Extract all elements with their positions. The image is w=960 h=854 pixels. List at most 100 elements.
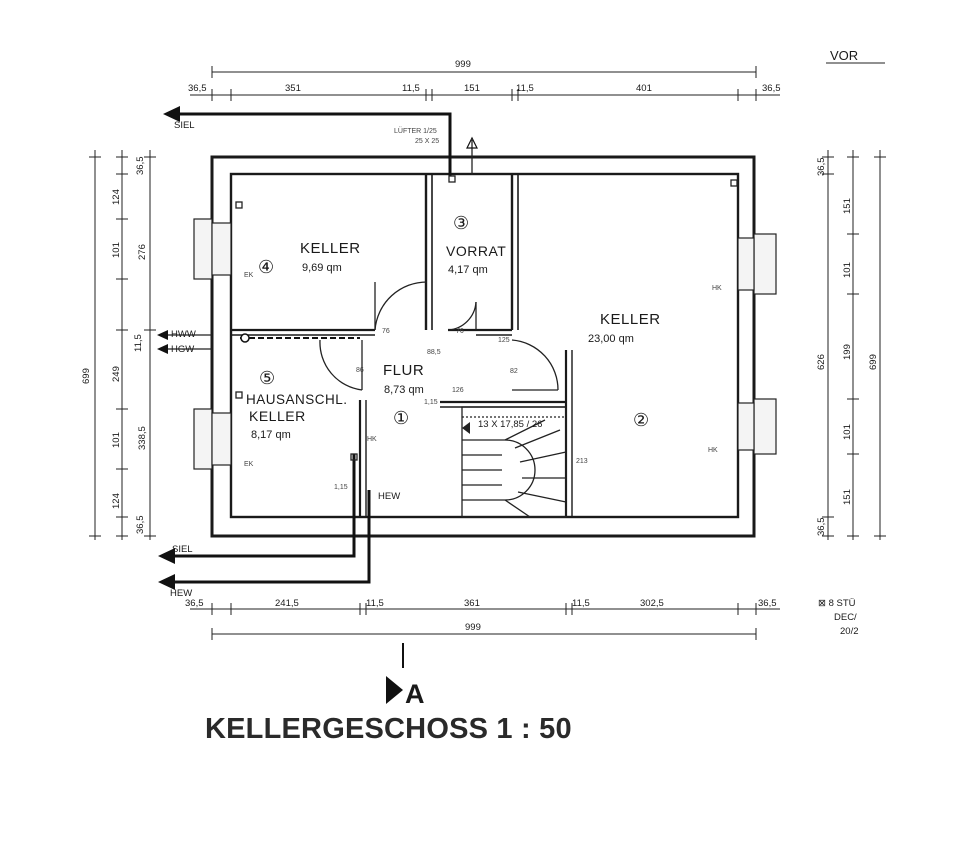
left-dim-part: 101 (111, 242, 122, 258)
vent-arrow-icon (466, 136, 478, 149)
doors (319, 281, 559, 391)
interior-walls (231, 174, 573, 517)
room-1: FLUR 8,73 qm ① (383, 362, 424, 428)
room-5-area: 8,17 qm (251, 429, 291, 441)
left-dim-part: 249 (111, 366, 122, 382)
room-3-name: VORRAT (446, 243, 506, 259)
flur-dim: 213 (576, 458, 588, 465)
top-dimensions: 999 36,5 351 11,5 151 11,5 401 36,5 (188, 59, 781, 101)
room-5-name-line2: KELLER (249, 408, 306, 424)
right-dim-part: 151 (842, 489, 853, 505)
top-dim-part: 36,5 (188, 83, 207, 94)
left-outer-dim: 699 (81, 368, 92, 384)
flur-dim: 125 (498, 337, 510, 344)
drawing-title: KELLERGESCHOSS 1 : 50 (205, 713, 572, 745)
room-2-name: KELLER (600, 311, 661, 328)
hww-arrow-icon (157, 330, 168, 340)
left-dim-part: 11,5 (133, 334, 144, 352)
bottom-total-dim: 999 (465, 622, 481, 633)
section-label: A (405, 679, 425, 709)
bottom-dim-part: 11,5 (366, 598, 384, 609)
flur-dim: 1,15 (424, 399, 438, 406)
top-dim-part: 11,5 (402, 83, 420, 94)
room-1-number: ① (393, 408, 409, 428)
flur-dim: 86 (356, 367, 364, 374)
bottom-dim-part: 11,5 (572, 598, 590, 609)
right-dim-part: 36,5 (816, 158, 827, 177)
right-mid-dim: 626 (816, 354, 827, 370)
top-dim-part: 151 (464, 83, 480, 94)
room-1-name: FLUR (383, 362, 424, 379)
room-1-area: 8,73 qm (384, 384, 424, 396)
hww-label: HWW (171, 329, 196, 340)
flur-small-dims: 76 86 76 125 82 126 88,5 1,15 1,15 213 (334, 328, 588, 491)
room-5-number: ⑤ (259, 368, 275, 388)
section-marker: A (386, 643, 425, 709)
room-2-area: 23,00 qm (588, 333, 634, 345)
room-4: KELLER 9,69 qm ④ (258, 240, 361, 277)
hgw-arrow-icon (157, 344, 168, 354)
left-dim-part: 276 (137, 244, 148, 260)
flur-dim: 126 (452, 387, 464, 394)
room-5: ⑤ HAUSANSCHL. KELLER 8,17 qm (246, 368, 348, 441)
siel-bottom-label: SIEL (172, 544, 193, 555)
top-dim-part: 401 (636, 83, 652, 94)
room-5-name-line1: HAUSANSCHL. (246, 392, 348, 407)
left-dimensions: 699 36,5 124 101 11,5 249 101 124 36,5 2… (81, 150, 156, 540)
room-4-name: KELLER (300, 240, 361, 257)
luefter-label: LÜFTER 1/25 (394, 127, 437, 135)
legend-line-1: ⊠ 8 STÜ (818, 598, 856, 609)
section-arrow-icon (386, 676, 403, 704)
bottom-dim-part: 36,5 (758, 598, 777, 609)
siel-top-arrow-icon (163, 106, 180, 122)
left-dim-part: 124 (111, 493, 122, 509)
right-dim-part: 101 (842, 424, 853, 440)
windows (193, 218, 777, 470)
flur-dim: 88,5 (427, 349, 441, 356)
left-dim-part: 101 (111, 432, 122, 448)
room-2: KELLER 23,00 qm ② (588, 311, 661, 430)
top-dim-part: 11,5 (516, 83, 534, 94)
room-2-number: ② (633, 410, 649, 430)
flur-dim: 76 (456, 328, 464, 335)
hk-label-5: HK (708, 447, 718, 454)
room-3-number: ③ (453, 213, 469, 233)
legend-line-3: 20/2 (840, 626, 859, 637)
bottom-dim-part: 36,5 (185, 598, 204, 609)
stair: 13 X 17,85 / 26 (461, 406, 567, 518)
bottom-dimensions: 36,5 241,5 11,5 361 11,5 302,5 36,5 999 (185, 598, 780, 640)
corner-note: VOR (830, 48, 858, 63)
hk-label-1: EK (244, 272, 254, 279)
right-outer-dim: 699 (868, 354, 879, 370)
stair-arrow-icon (462, 422, 470, 434)
right-dim-part: 199 (842, 344, 853, 360)
hk-label-3: HK (367, 436, 377, 443)
right-dim-part: 36,5 (816, 518, 827, 537)
top-total-dim: 999 (455, 59, 471, 70)
stair-label: 13 X 17,85 / 26 (478, 419, 542, 430)
flur-dim: 1,15 (334, 484, 348, 491)
hew-bottom-arrow-icon (158, 574, 175, 590)
bottom-dim-part: 302,5 (640, 598, 664, 609)
right-dimensions: 626 36,5 36,5 151 101 199 101 151 699 (816, 150, 886, 540)
top-dim-part: 36,5 (762, 83, 781, 94)
legend-line-2: DEC/ (834, 612, 857, 623)
flur-dim: 76 (382, 328, 390, 335)
luefter-sub-label: 25 X 25 (415, 138, 439, 145)
left-dim-part: 338,5 (137, 426, 148, 450)
right-dim-part: 151 (842, 198, 853, 214)
siel-bottom-arrow-icon (158, 548, 175, 564)
meter-icon (240, 333, 250, 343)
room-3: ③ VORRAT 4,17 qm (446, 213, 506, 276)
siel-top-label: SIEL (174, 120, 195, 131)
top-dim-part: 351 (285, 83, 301, 94)
hgw-label: HGW (171, 344, 194, 355)
vent-boxes (235, 175, 738, 461)
left-dim-part: 36,5 (135, 157, 146, 176)
hew-side-label: HEW (378, 491, 400, 502)
room-3-area: 4,17 qm (448, 264, 488, 276)
pipes (157, 106, 478, 590)
ek-label-2: EK (244, 461, 254, 468)
bottom-dim-part: 241,5 (275, 598, 299, 609)
